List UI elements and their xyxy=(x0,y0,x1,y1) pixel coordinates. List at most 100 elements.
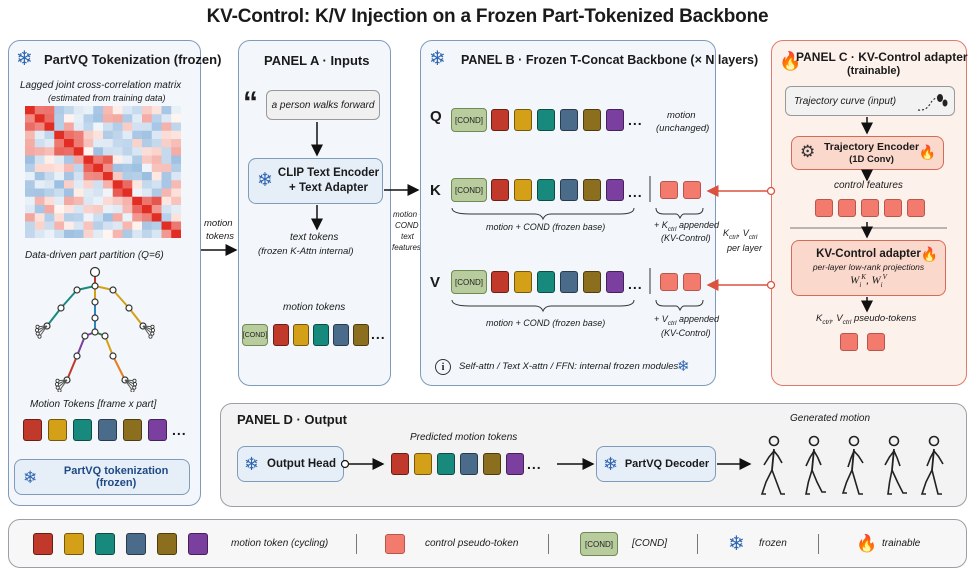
text-prompt: a person walks forward xyxy=(271,99,375,111)
matrix-cell xyxy=(151,122,162,132)
walking-figure xyxy=(760,435,785,495)
matrix-cell xyxy=(64,188,75,198)
matrix-cell xyxy=(161,130,172,140)
skeleton-joint xyxy=(57,388,62,392)
matrix-cell xyxy=(25,213,36,222)
matrix-cell xyxy=(151,130,162,140)
matrix-cell xyxy=(64,130,75,140)
motion-token xyxy=(123,419,142,441)
matrix-cell xyxy=(93,229,104,238)
pseudo-k-sub: ctrl xyxy=(822,318,832,326)
skeleton-joint xyxy=(91,314,99,322)
control-feature-token xyxy=(861,199,879,217)
v-ctrl-token-1 xyxy=(660,273,678,291)
pseudo-tail: pseudo-tokens xyxy=(851,313,917,324)
skeleton-joint xyxy=(91,298,99,306)
figure-part xyxy=(847,450,855,468)
row-v-label: V xyxy=(430,274,441,291)
skeleton-joint xyxy=(89,266,101,278)
matrix-cell xyxy=(83,180,94,189)
formula-k: K xyxy=(861,272,866,281)
figure-part xyxy=(773,450,783,464)
matrix-cell xyxy=(73,172,84,181)
matrix-cell xyxy=(73,229,84,238)
partition-caption: Data-driven part partition (Q=6) xyxy=(25,250,164,261)
skeleton-joint xyxy=(73,286,81,294)
snowflake-icon: ❄ xyxy=(677,358,690,375)
v-append-brace xyxy=(655,299,704,312)
matrix-cell xyxy=(132,229,143,238)
matrix-cell xyxy=(161,172,172,181)
kv-label-k-sub: ctrl xyxy=(729,233,738,241)
matrix-cell xyxy=(132,196,143,206)
matrix-cell xyxy=(73,221,84,231)
matrix-cell xyxy=(44,229,55,238)
matrix-cell xyxy=(64,139,75,148)
matrix-cell xyxy=(151,205,162,214)
matrix-cell xyxy=(161,180,172,189)
matrix-cell xyxy=(151,147,162,156)
skeleton-joint xyxy=(73,352,81,360)
matrix-cell xyxy=(103,163,114,173)
predicted-tokens-label: Predicted motion tokens xyxy=(410,432,518,443)
flame-icon: 🔥 xyxy=(856,534,878,553)
matrix-cell xyxy=(34,114,45,123)
matrix-cell xyxy=(132,106,143,115)
legend-divider xyxy=(697,534,698,554)
matrix-cell xyxy=(44,180,55,189)
legend-divider xyxy=(356,534,357,554)
matrix-cell xyxy=(103,139,114,148)
figure-part xyxy=(768,435,780,447)
matrix-cell xyxy=(83,221,94,231)
matrix-cell xyxy=(112,180,123,189)
cond-token: [COND] xyxy=(242,324,268,346)
matrix-cell xyxy=(73,122,84,132)
matrix-cell xyxy=(132,155,143,165)
matrix-cell xyxy=(54,147,65,156)
matrix-cell xyxy=(142,147,153,156)
matrix-cell xyxy=(44,205,55,214)
matrix-cell xyxy=(25,229,36,238)
matrix-cell xyxy=(44,106,55,115)
matrix-cell xyxy=(83,139,94,148)
matrix-cell xyxy=(122,180,133,189)
legend-motion-token xyxy=(157,533,177,555)
matrix-cell xyxy=(83,196,94,206)
motion-token xyxy=(491,109,509,131)
v-base-label: motion + COND (frozen base) xyxy=(486,318,606,328)
matrix-cell xyxy=(34,229,45,238)
matrix-cell xyxy=(112,147,123,156)
matrix-cell xyxy=(25,180,36,189)
trajectory-encoder-label: Trajectory Encoder (1D Conv) xyxy=(824,141,919,166)
matrix-cell xyxy=(44,122,55,132)
motion-token xyxy=(514,271,532,293)
matrix-cell xyxy=(122,114,133,123)
kv-adapter-formula: WiK, WiV xyxy=(850,273,887,289)
matrix-cell xyxy=(73,130,84,140)
matrix-cell xyxy=(132,188,143,198)
matrix-cell xyxy=(83,205,94,214)
motion-token xyxy=(23,419,42,441)
matrix-cell xyxy=(54,213,65,222)
diagram-title: KV-Control: K/V Injection on a Frozen Pa… xyxy=(206,6,769,27)
partvq-frozen-badge: ❄ PartVQ tokenization (frozen) xyxy=(14,459,190,495)
legend-motion-token xyxy=(64,533,84,555)
matrix-cell xyxy=(44,213,55,222)
figure-part xyxy=(811,469,826,493)
v-token-dots: ... xyxy=(628,276,643,292)
cond-token-q: [COND] xyxy=(451,108,487,132)
matrix-cell xyxy=(103,114,114,123)
figure-part xyxy=(805,450,815,467)
text-prompt-box: a person walks forward xyxy=(266,90,380,120)
matrix-cell xyxy=(112,221,123,231)
formula-i-v: i xyxy=(880,280,883,289)
generated-motion-figures xyxy=(760,435,944,495)
matrix-cell xyxy=(171,213,181,222)
matrix-cell xyxy=(25,196,36,206)
skeleton-joint xyxy=(132,385,137,390)
matrix-cell xyxy=(171,130,181,140)
matrix-cell xyxy=(151,163,162,173)
matrix-cell xyxy=(122,163,133,173)
matrix-cell xyxy=(54,122,65,132)
matrix-cell xyxy=(34,155,45,165)
